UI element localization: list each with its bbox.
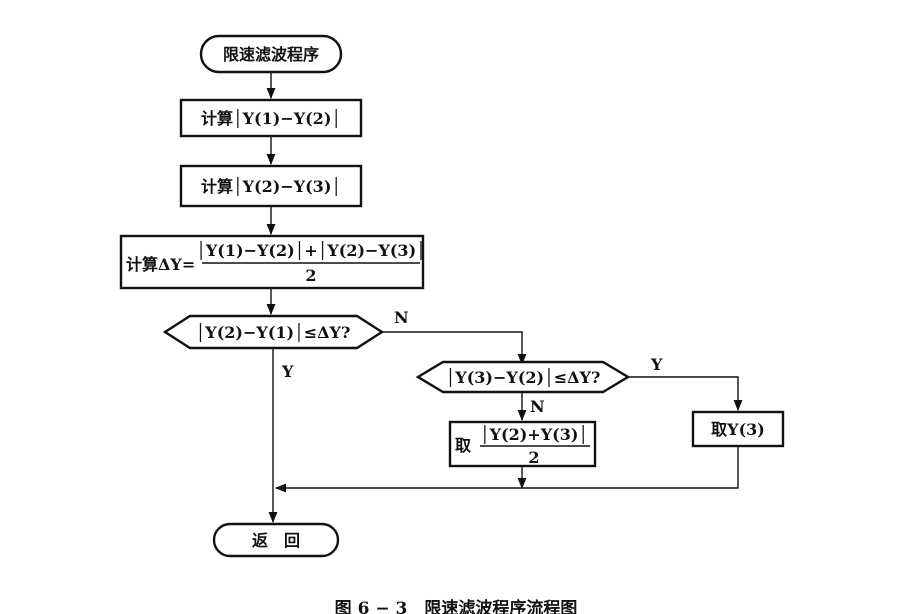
decision1-diamond: │Y(2)−Y(1)│≤ΔY? bbox=[162, 314, 385, 350]
end-terminator: 返 回 bbox=[212, 522, 340, 558]
step1-label: 计算│Y(1)−Y(2)│ bbox=[201, 108, 341, 128]
decision2-no-label: N bbox=[530, 397, 545, 416]
step2-label: 计算│Y(2)−Y(3)│ bbox=[201, 176, 341, 196]
figure-caption: 图 6 − 3 限速滤波程序流程图 bbox=[335, 598, 578, 614]
step3-prefix: 计算ΔY= bbox=[126, 255, 195, 274]
take-average-prefix: 取 bbox=[455, 436, 471, 455]
take-average-process: 取 │Y(2)+Y(3)│ 2 bbox=[448, 420, 597, 468]
decision1-yes-label: Y bbox=[281, 362, 294, 381]
decision2-label: │Y(3)−Y(2)│≤ΔY? bbox=[446, 367, 601, 387]
decision1-label: │Y(2)−Y(1)│≤ΔY? bbox=[196, 322, 351, 342]
decision1-no-label: N bbox=[394, 308, 409, 327]
arrow-merge-to-main bbox=[274, 446, 739, 493]
take-average-denominator: 2 bbox=[528, 448, 539, 467]
take-y3-label: 取Y(3) bbox=[711, 420, 765, 439]
arrow-decision1-no bbox=[382, 331, 527, 366]
step3-process: 计算ΔY= │Y(1)−Y(2)│+│Y(2)−Y(3)│ 2 bbox=[119, 234, 426, 290]
arrow-decision2-yes bbox=[628, 376, 743, 412]
step2-process: 计算│Y(2)−Y(3)│ bbox=[179, 164, 363, 208]
start-terminator: 限速滤波程序 bbox=[199, 34, 343, 74]
take-average-numerator: │Y(2)+Y(3)│ bbox=[480, 424, 588, 444]
step3-denominator: 2 bbox=[305, 266, 316, 285]
step1-process: 计算│Y(1)−Y(2)│ bbox=[179, 98, 363, 138]
take-y3-process: 取Y(3) bbox=[691, 410, 785, 448]
decision2-yes-label: Y bbox=[650, 355, 663, 374]
start-label: 限速滤波程序 bbox=[223, 45, 319, 64]
end-label: 返 回 bbox=[252, 531, 300, 550]
step3-numerator: │Y(1)−Y(2)│+│Y(2)−Y(3)│ bbox=[196, 240, 426, 260]
decision2-diamond: │Y(3)−Y(2)│≤ΔY? bbox=[415, 360, 631, 394]
